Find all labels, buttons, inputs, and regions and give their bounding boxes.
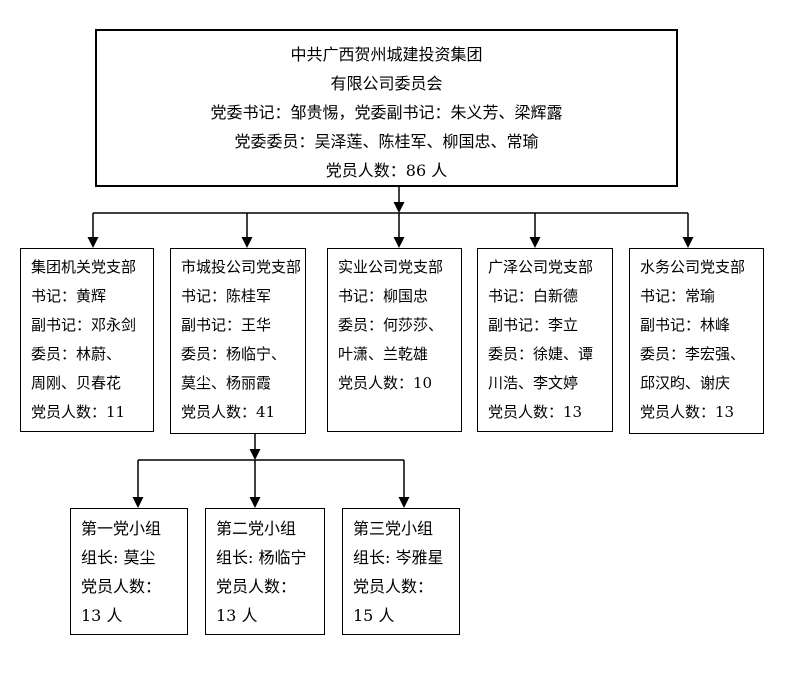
branch-members: 委员：徐婕、谭 [488,345,594,363]
branch-member-count: 党员人数：41 [181,403,276,421]
branch-title: 广泽公司党支部 [488,258,594,276]
branch-members: 委员：杨临宁、 [181,345,287,363]
branch-box-1: 集团机关党支部 书记：黄辉 副书记：邓永剑 委员：林蔚、 周刚、贝春花 党员人数… [20,248,154,432]
branch-members: 委员：何莎莎、 [338,316,444,334]
branch-deputy-secretary: 副书记：王华 [181,316,272,334]
branch-deputy-secretary: 副书记：林峰 [640,316,731,334]
group-member-count-value: 13 人 [81,606,123,625]
branch-member-count: 党员人数：13 [488,403,583,421]
branch-member-count: 党员人数：10 [338,374,433,392]
committee-title-line: 有限公司委员会 [330,74,443,93]
branch-deputy-secretary: 副书记：李立 [488,316,579,334]
committee-title-line: 中共广西贺州城建投资集团 [290,45,483,64]
branch-title: 集团机关党支部 [31,258,137,276]
branch-secretary: 书记：柳国忠 [338,287,429,305]
group-title: 第一党小组 [81,519,162,538]
branch-title: 水务公司党支部 [640,258,746,276]
branch-members: 周刚、贝春花 [31,374,122,392]
branch-members: 委员：李宏强、 [640,345,746,363]
group-member-count-label: 党员人数： [81,577,162,596]
branch-arrowhead-1 [87,237,99,248]
branch-box-2: 市城投公司党支部 书记：陈桂军 副书记：王华 委员：杨临宁、 莫尘、杨丽霞 党员… [170,248,306,434]
branch-arrowhead-4 [529,237,541,248]
group-title: 第三党小组 [353,519,434,538]
branch-secretary: 书记：陈桂军 [181,287,272,305]
branch-members: 叶潇、兰乾雄 [338,345,429,363]
group-member-count-label: 党员人数： [216,577,297,596]
branch2-drop-arrowhead [249,449,261,460]
branch-arrowhead-2 [241,237,253,248]
branch-member-count: 党员人数：13 [640,403,735,421]
group-title: 第二党小组 [216,519,297,538]
group-arrowhead-2 [249,497,261,508]
group-member-count-label: 党员人数： [353,577,434,596]
branch-box-3: 实业公司党支部 书记：柳国忠 委员：何莎莎、 叶潇、兰乾雄 党员人数：10 [327,248,462,432]
group-box-3: 第三党小组 组长: 岑雅星 党员人数： 15 人 [342,508,460,635]
branch-arrowhead-3 [393,237,405,248]
branch-members: 委员：林蔚、 [31,345,122,363]
group-arrowhead-1 [132,497,144,508]
branch-members: 邱汉昀、谢庆 [640,374,731,392]
branch-arrowhead-5 [682,237,694,248]
group-box-1: 第一党小组 组长: 莫尘 党员人数： 13 人 [70,508,188,635]
branch-title: 市城投公司党支部 [181,258,302,276]
branch-secretary: 书记：白新德 [488,287,579,305]
branch-deputy-secretary: 副书记：邓永剑 [31,316,137,334]
group-member-count-value: 15 人 [353,606,395,625]
branch-secretary: 书记：黄辉 [31,287,107,305]
branch-members: 川浩、李文婷 [488,374,579,392]
branch-box-5: 水务公司党支部 书记：常瑜 副书记：林峰 委员：李宏强、 邱汉昀、谢庆 党员人数… [629,248,764,434]
group-member-count-value: 13 人 [216,606,258,625]
group-leader: 组长: 莫尘 [81,548,156,567]
branch-secretary: 书记：常瑜 [640,287,716,305]
committee-member-count-line: 党员人数：86 人 [325,161,448,180]
group-box-2: 第二党小组 组长: 杨临宁 党员人数： 13 人 [205,508,325,635]
root-drop-arrowhead [393,202,405,213]
group-arrowhead-3 [398,497,410,508]
group-leader: 组长: 杨临宁 [216,548,307,567]
branch-members: 莫尘、杨丽霞 [181,374,272,392]
committee-members-line: 党委委员：吴泽莲、陈桂军、柳国忠、常瑜 [234,132,539,151]
branch-box-4: 广泽公司党支部 书记：白新德 副书记：李立 委员：徐婕、谭 川浩、李文婷 党员人… [477,248,613,432]
committee-box: 中共广西贺州城建投资集团 有限公司委员会 党委书记：邹贵惕，党委副书记：朱义芳、… [95,29,678,187]
group-leader: 组长: 岑雅星 [353,548,444,567]
branch-title: 实业公司党支部 [338,258,444,276]
committee-secretary-line: 党委书记：邹贵惕，党委副书记：朱义芳、梁辉露 [210,103,563,122]
branch-member-count: 党员人数：11 [31,403,126,421]
